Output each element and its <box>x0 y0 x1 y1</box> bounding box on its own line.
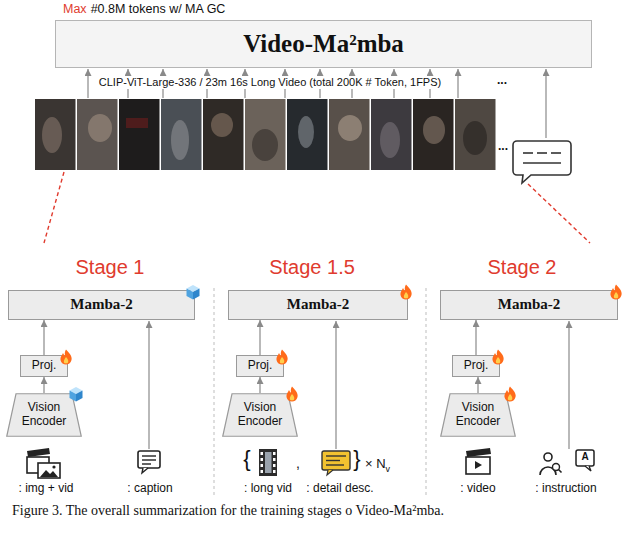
node-text: Vision Encoder <box>18 401 70 429</box>
input-icons <box>27 448 594 478</box>
separator: , <box>296 455 300 471</box>
encoder-trapezoid: Vision Encoder <box>222 393 298 437</box>
flow-arrow <box>475 320 476 355</box>
projector-box: Proj. <box>20 355 68 377</box>
brace: { <box>243 446 250 471</box>
ellipsis: ... <box>497 74 507 88</box>
node-text: Video-Ma²mba <box>66 30 581 59</box>
node-text: Proj. <box>457 359 495 373</box>
flow-arrow <box>259 320 260 355</box>
mamba-block: Mamba-2 <box>8 290 195 320</box>
projector-box: Proj. <box>452 355 500 377</box>
stage-separators <box>214 288 426 498</box>
speech-bubble <box>513 141 571 183</box>
projector-box: Proj. <box>236 355 284 377</box>
node-text: Vision Encoder <box>452 401 504 429</box>
red-dashed-leaders <box>44 172 590 243</box>
mamba-block: Mamba-2 <box>228 290 408 320</box>
input-label: : img + vid <box>18 482 73 496</box>
encoder-trapezoid: Vision Encoder <box>440 393 516 437</box>
brace: } <box>353 446 360 471</box>
node-text: Proj. <box>241 359 279 373</box>
trainable-icon <box>502 386 518 402</box>
node-text: Mamba-2 <box>15 296 188 313</box>
encoder-shape <box>441 394 516 437</box>
trainable-icon <box>58 349 74 365</box>
node-text: Proj. <box>25 359 63 373</box>
limit-note: #0.8M tokens w/ MA GC <box>91 2 226 16</box>
subscript: v <box>386 464 391 474</box>
encoder-shape <box>223 394 298 437</box>
frozen-icon <box>68 386 84 402</box>
limit-note: Max <box>63 2 87 16</box>
frozen-icon <box>185 284 201 300</box>
stage-title: Stage 1.5 <box>269 256 355 279</box>
video-frames <box>35 99 496 170</box>
encoder-shape <box>7 394 82 437</box>
text-input-arrows <box>149 321 569 449</box>
model-box: Video-Ma²mba <box>55 20 592 68</box>
input-note: CLIP-ViT-Large-336 / 23m 16s Long Video … <box>96 76 444 89</box>
trainable-icon <box>490 349 506 365</box>
input-label: : detail desc. <box>306 482 373 496</box>
node-text: Mamba-2 <box>235 296 401 313</box>
input-label: : long vid <box>244 482 292 496</box>
flow-arrow <box>43 377 44 393</box>
multiplier: × N <box>365 457 386 472</box>
figure-caption: Figure 3. The overall summarization for … <box>12 503 452 518</box>
trainable-icon <box>274 349 290 365</box>
input-label: : caption <box>127 482 172 496</box>
node-text: Mamba-2 <box>447 296 611 313</box>
trainable-icon <box>398 284 414 300</box>
stage-title: Stage 2 <box>488 256 557 279</box>
trainable-icon <box>284 386 300 402</box>
flow-arrow <box>43 320 44 355</box>
trainable-icon <box>608 284 624 300</box>
stage-title: Stage 1 <box>76 256 145 279</box>
encoder-trapezoid: Vision Encoder <box>6 393 82 437</box>
input-label: : video <box>460 482 495 496</box>
flow-arrow <box>477 377 478 393</box>
ellipsis: ... <box>498 140 508 154</box>
icon-letter: A <box>581 451 588 463</box>
mamba-block: Mamba-2 <box>440 290 618 320</box>
frame-arrows <box>88 69 546 138</box>
input-label: : instruction <box>535 482 596 496</box>
node-text: Vision Encoder <box>234 401 286 429</box>
flow-arrow <box>259 377 260 393</box>
